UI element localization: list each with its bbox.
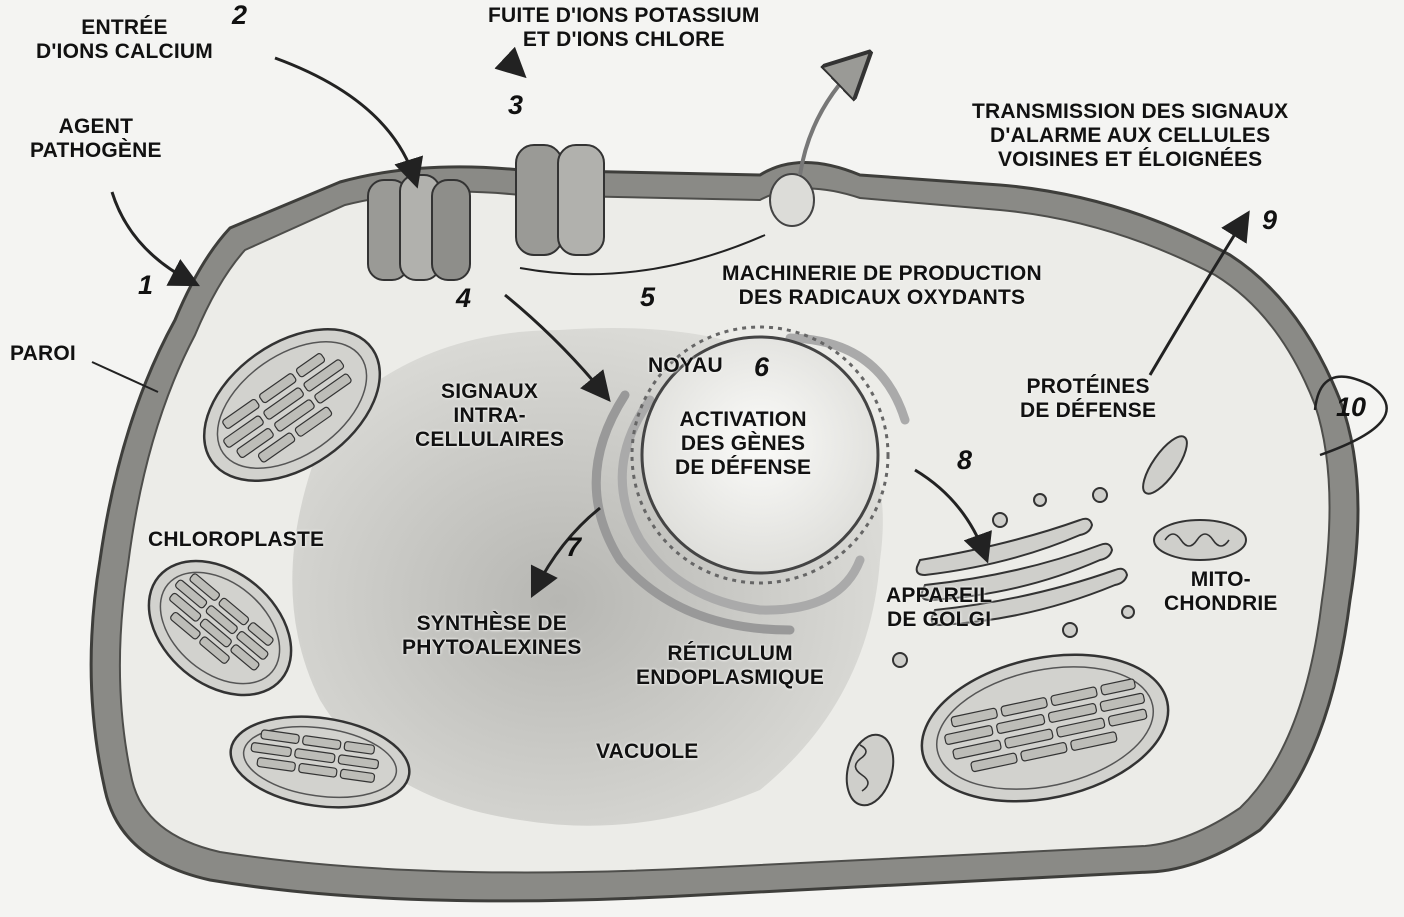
step-2: 2: [232, 0, 247, 31]
step-10: 10: [1336, 392, 1366, 423]
label-chloroplaste: CHLOROPLASTE: [148, 528, 324, 552]
step-8: 8: [957, 445, 972, 476]
step-7: 7: [566, 532, 581, 563]
oxidant-pore: [770, 174, 814, 226]
mitochondrion-right: [1154, 520, 1246, 560]
label-noyau: NOYAU: [648, 354, 723, 378]
label-paroi: PAROI: [10, 342, 76, 366]
step-3: 3: [508, 90, 523, 121]
step-1: 1: [138, 270, 153, 301]
arrow-calcium: [275, 58, 415, 180]
arrow-leak: [505, 58, 520, 72]
arrow-pore-out: [800, 62, 860, 175]
arrow-pathogen: [112, 192, 192, 282]
step-4: 4: [456, 283, 471, 314]
step-6: 6: [754, 352, 769, 383]
label-mitochondrie: MITO-CHONDRIE: [1164, 568, 1278, 616]
step-9: 9: [1262, 205, 1277, 236]
calcium-channel: [368, 175, 470, 280]
step-5: 5: [640, 282, 655, 313]
label-vacuole: VACUOLE: [596, 740, 699, 764]
potassium-chloride-channel: [516, 145, 604, 255]
